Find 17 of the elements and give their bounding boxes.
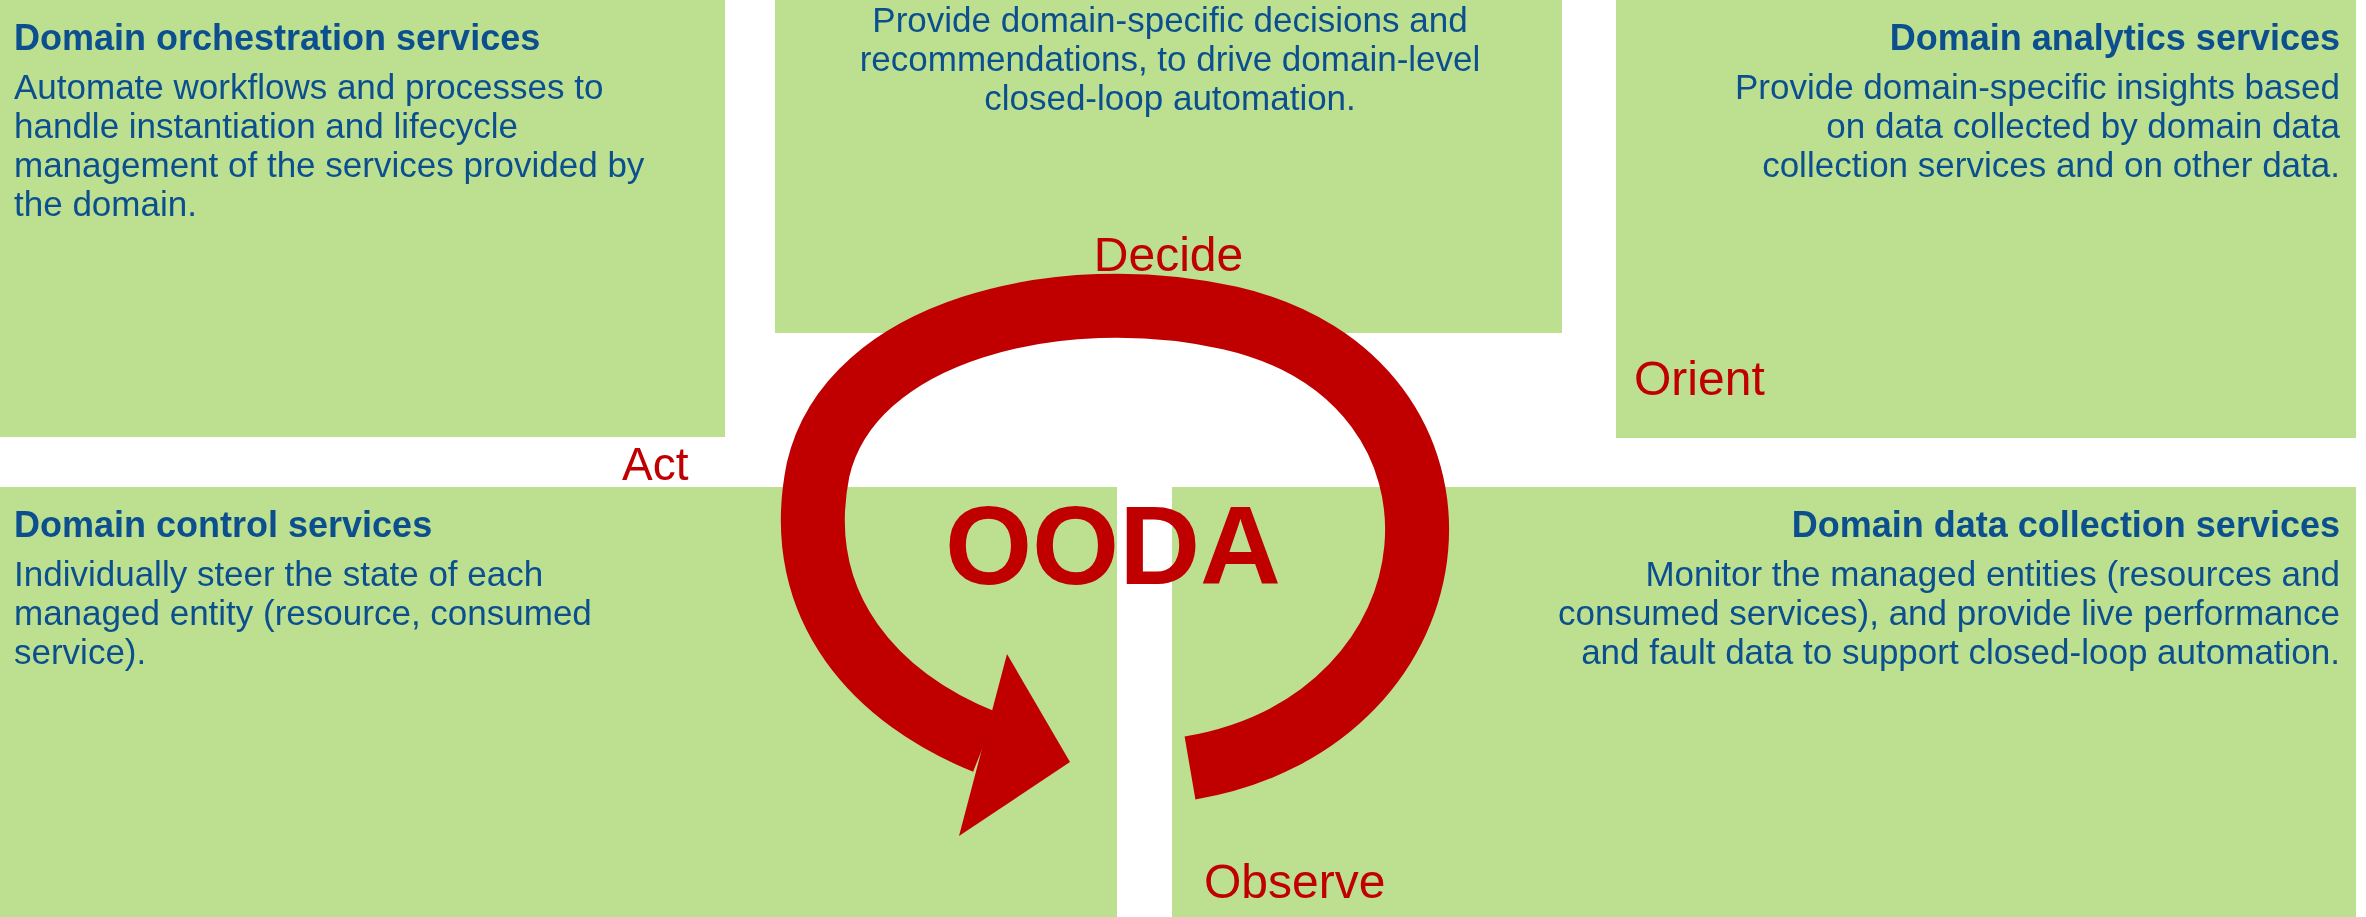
box-description: Provide domain-specific decisions and recommendations, to drive domain-level closed-loop automation. <box>858 0 1482 117</box>
box-description: Automate workflows and processes to handle instantiation and lifecycle management of the services provided by the domain. <box>14 67 646 223</box>
box-heading: Domain control services <box>14 505 434 544</box>
loop-title: OODA <box>945 488 1281 603</box>
phase-label: Act <box>622 437 689 491</box>
service-box <box>0 0 725 437</box>
box-description: Monitor the managed entities (resources and consumed services), and provide live performance and fault data to support closed-loop automation. <box>1556 554 2340 671</box>
service-box <box>1616 0 2356 438</box>
box-heading: Domain orchestration services <box>14 18 542 57</box>
phase-label: Decide <box>1092 228 1245 282</box>
box-heading: Domain analytics services <box>1888 18 2340 57</box>
service-box <box>775 0 1562 333</box>
box-description: Provide domain-specific insights based on data collected by domain data collection services and on other data. <box>1733 67 2340 184</box>
phase-label: Orient <box>1634 352 1765 406</box>
box-description: Individually steer the state of each managed entity (resource, consumed service). <box>14 554 593 671</box>
phase-label: Observe <box>1204 855 1386 909</box>
box-heading: Domain data collection services <box>1790 505 2340 544</box>
